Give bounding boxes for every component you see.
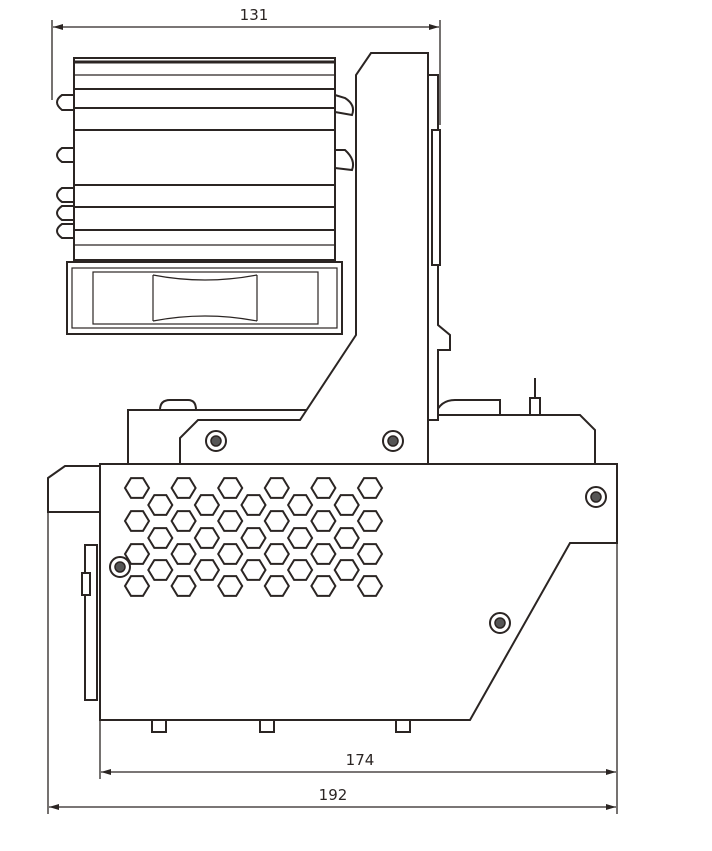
vent-hole [263,543,290,565]
vent-hole [240,559,267,581]
heatsink [56,57,355,261]
vent-hole [193,559,221,581]
vertical-bracket [179,52,451,465]
vent-hole [356,477,384,499]
vent-grid [123,477,384,597]
dimension-label-131: 131 [240,6,269,24]
vent-hole [333,559,360,581]
vent-hole [263,575,290,597]
vent-hole [310,543,337,565]
vent-hole [123,477,151,499]
feet [151,719,411,733]
vent-hole [170,575,197,597]
screw-icon [585,486,607,508]
vent-hole [123,510,151,532]
vent-hole [310,510,337,532]
vent-hole [310,575,337,597]
vent-hole [217,575,244,597]
vent-hole [356,543,384,565]
screw-icon [382,430,404,452]
vent-hole [170,477,197,499]
vent-hole [123,575,151,597]
vent-hole [286,494,314,516]
vent-hole [170,510,197,532]
vent-hole [123,543,151,565]
vent-hole [356,510,384,532]
dimension-bottom: 174 192 [47,512,618,814]
vent-hole [147,527,174,549]
fan [66,261,343,335]
vent-hole [147,559,174,581]
vent-hole [263,477,290,499]
screw-icon [489,612,511,634]
screws [109,430,607,634]
vent-hole [356,575,384,597]
screw-icon [205,430,227,452]
vent-hole [147,494,174,516]
vent-hole [217,510,244,532]
vent-hole [310,477,337,499]
screw-icon [109,556,131,578]
vent-hole [193,494,221,516]
vent-hole [193,527,221,549]
vent-hole [286,559,314,581]
vent-hole [286,527,314,549]
main-body [47,463,618,733]
vent-hole [240,527,267,549]
vent-hole [170,543,197,565]
heat-pipe-ends [56,94,355,239]
dimension-label-174: 174 [346,751,375,769]
vent-hole [217,543,244,565]
vent-hole [333,527,360,549]
vent-hole [217,477,244,499]
vent-hole [333,494,360,516]
dimension-top: 131 [51,6,441,125]
vent-hole [240,494,267,516]
dimension-label-192: 192 [319,786,348,804]
vent-hole [263,510,290,532]
